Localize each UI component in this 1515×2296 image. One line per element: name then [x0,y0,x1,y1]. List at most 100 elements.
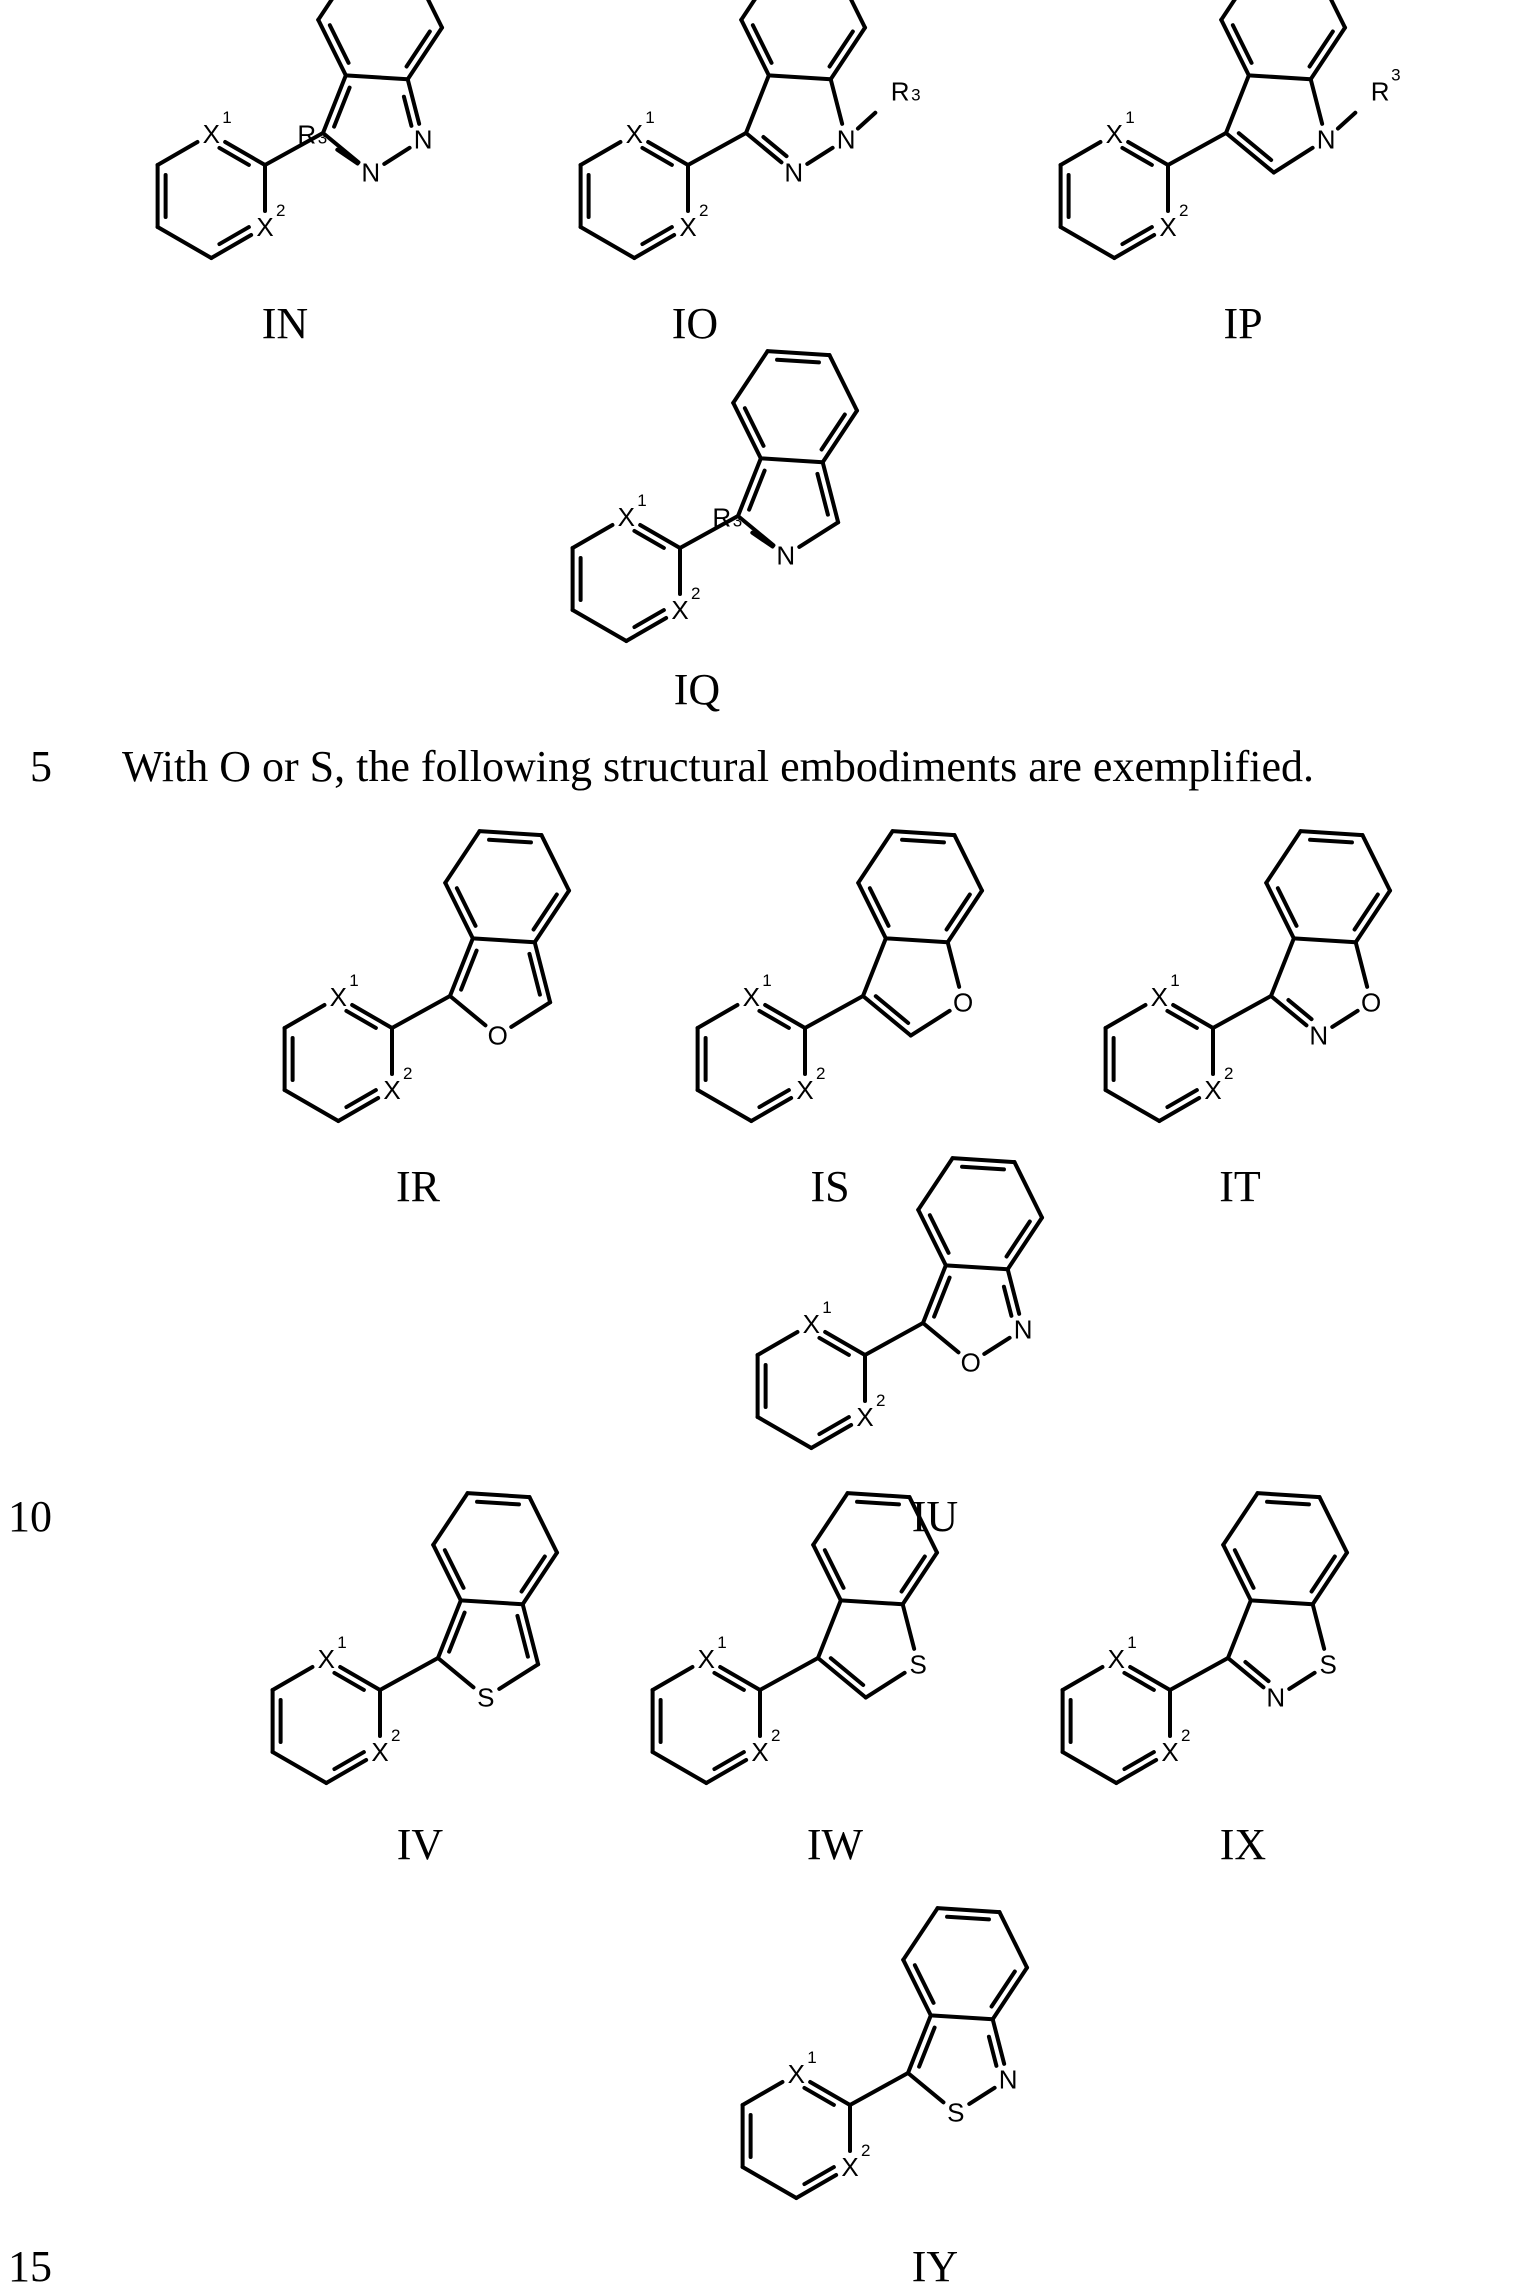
bond [688,133,746,165]
bond [805,996,863,1028]
atom-n2: N [784,158,803,188]
bond [831,28,865,80]
bond [746,75,769,133]
atom-n: N [1309,1021,1328,1051]
bond [923,1323,958,1352]
bond [866,1673,905,1698]
line-number-10: 10 [8,1495,52,1539]
bond [1313,1553,1347,1605]
bond [285,1090,339,1121]
bond [837,0,865,28]
structure-IQ: X1X2NR3 [573,351,857,641]
bond [1258,1493,1320,1497]
label-IW: IW [807,1823,863,1867]
bond [653,1752,707,1783]
double-bond-line [1124,1752,1153,1769]
bond [858,831,892,883]
atom-x1: X [788,2059,805,2089]
double-bond-line [445,1550,464,1588]
bond [841,1600,903,1604]
structure-IS: X1X2O [698,831,982,1121]
bond [848,1493,910,1497]
bond [468,1493,530,1497]
structure-IW: X1X2S [653,1493,937,1783]
bond [761,458,823,462]
atom-x1-index: 1 [645,108,654,127]
bond [523,1553,557,1605]
bond [938,1908,1000,1912]
line-number-15: 15 [8,2245,52,2289]
bond [511,1002,550,1027]
double-bond-line [819,1338,848,1355]
atom-n: N [1266,1683,1285,1713]
double-bond-line [1122,148,1151,165]
atom-x2-index: 2 [276,201,285,220]
double-bond-line [962,1167,1004,1170]
atom-x1-index: 1 [222,108,231,127]
double-bond-line [334,1673,363,1690]
bond [384,148,409,164]
bond [1289,1673,1314,1689]
bond [535,891,569,943]
bond [903,1908,937,1960]
double-bond-line [1167,1090,1196,1107]
bond [1170,1658,1228,1690]
bond [285,1005,325,1028]
double-bond-line [330,25,349,63]
structure-IO: X1X2NNR3 [581,0,921,258]
atom-x2: X [796,1075,813,1105]
bond [863,938,886,996]
bond [823,462,838,522]
bond [1311,79,1322,124]
atom-x1: X [203,119,220,149]
bond [984,1338,1009,1354]
bond [523,1604,538,1664]
bond [581,227,635,258]
bond [1226,75,1249,133]
double-bond-line [989,2037,996,2066]
atom-x2-index: 2 [391,1726,400,1745]
atom-x1: X [1106,119,1123,149]
double-bond-line [642,227,671,244]
bond [1319,1497,1347,1553]
double-bond-line [404,97,411,126]
atom-x1-index: 1 [637,491,646,510]
bond [480,831,542,835]
bond [738,516,773,545]
bond [1226,133,1274,173]
double-bond-line [777,360,819,363]
bond [1311,28,1345,80]
bond [948,891,982,943]
double-bond-line [1233,25,1252,63]
group-r3-index: 3 [911,85,920,104]
bond [1356,942,1367,987]
atom-x1-index: 1 [1127,1633,1136,1652]
bond [1014,1162,1042,1218]
structure-IP: X1X2NR3 [1061,0,1401,258]
bond [733,351,767,403]
bond [818,1600,841,1658]
bond [1106,1090,1160,1121]
bond [158,142,198,165]
structure-IV: X1X2S [273,1493,557,1783]
double-bond-line [334,1752,363,1769]
double-bond-line [634,610,663,627]
double-bond-line [749,471,764,510]
double-bond-line [819,1417,848,1434]
double-bond-line [804,2088,833,2105]
bond [450,996,485,1025]
label-IR: IR [396,1165,440,1209]
bond [1223,1493,1257,1545]
bond [903,1553,937,1605]
double-bond-line [346,1090,375,1107]
bond [908,2073,943,2102]
bond [346,75,408,79]
structure-IR: X1X2O [285,831,569,1121]
bond [953,1158,1015,1162]
bond [158,227,212,258]
line-number-5: 5 [30,745,52,789]
bond [858,113,875,129]
bond [1063,1752,1117,1783]
bond [529,1497,557,1553]
double-bond-line [334,88,349,127]
